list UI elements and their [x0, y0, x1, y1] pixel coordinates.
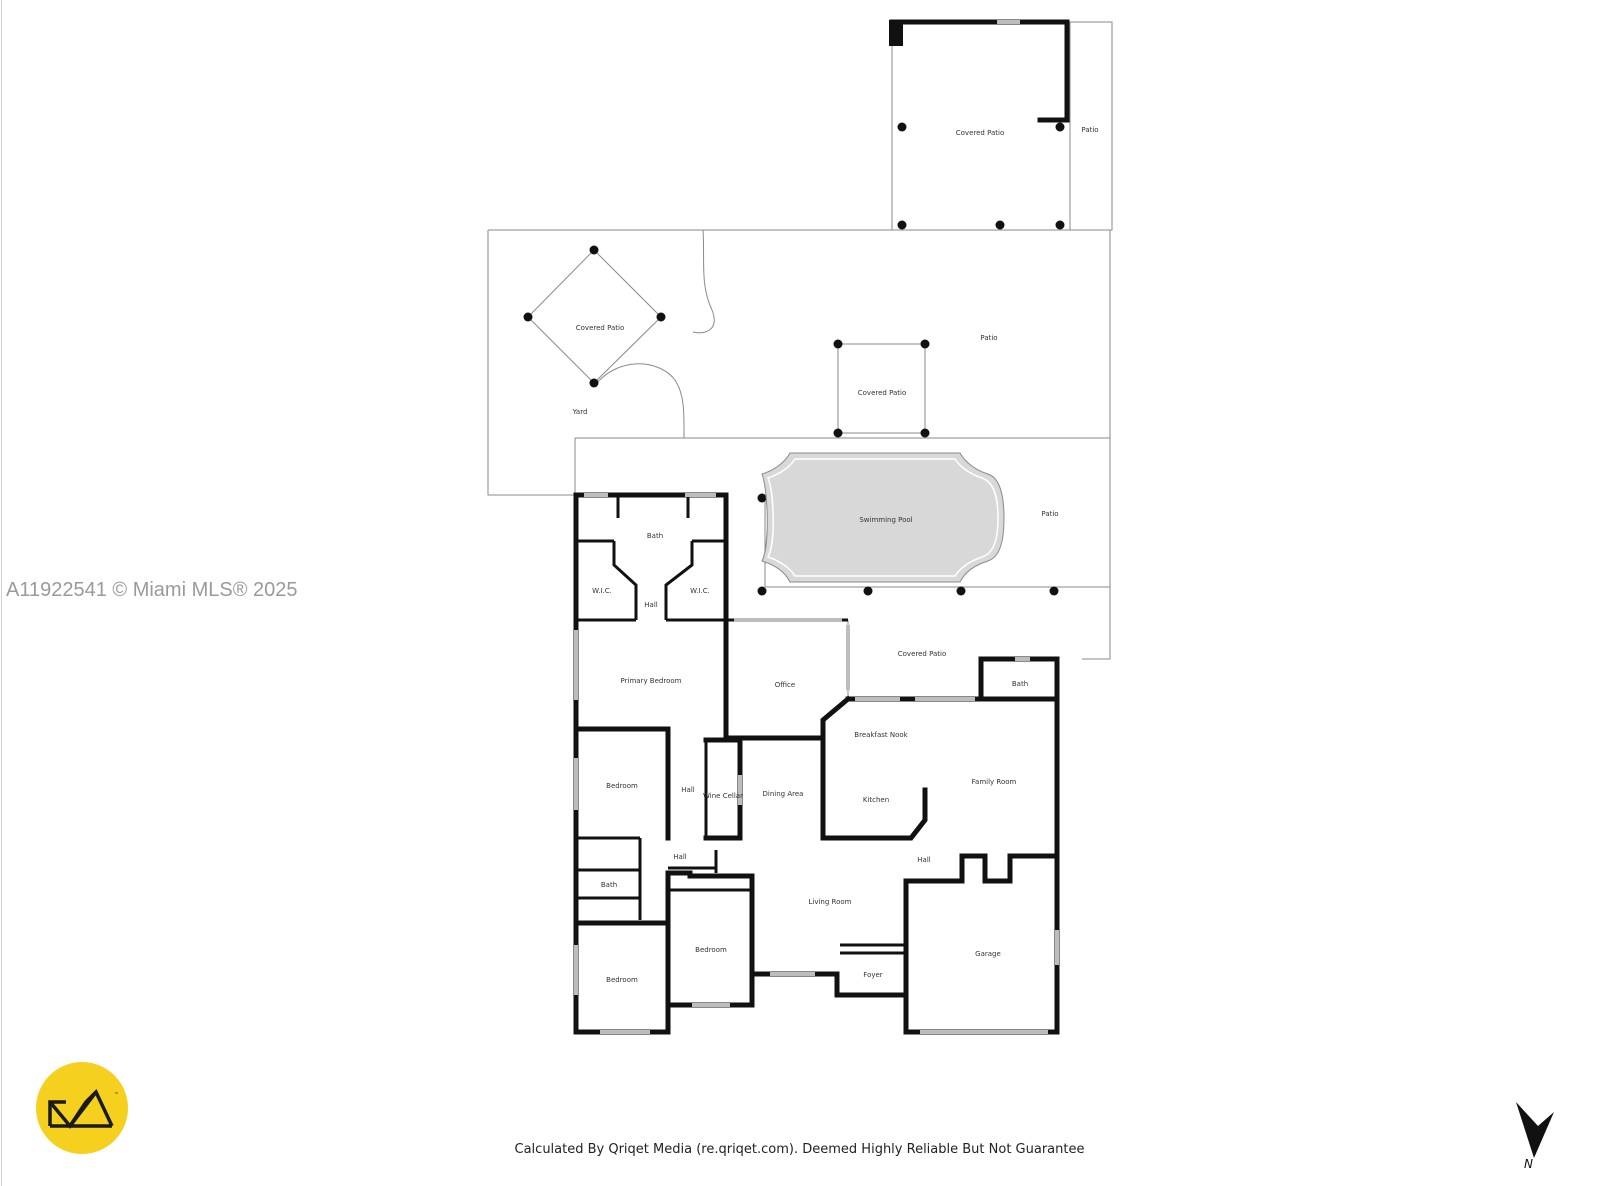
room-label-foyer: Foyer — [863, 971, 883, 979]
room-label-swimming-pool: Swimming Pool — [859, 516, 912, 524]
room-label-patio-center: Patio — [980, 334, 997, 342]
room-label-covered-patio-top: Covered Patio — [956, 129, 1005, 137]
room-label-hall-center: Hall — [673, 853, 686, 861]
room-label-patio-top-right: Patio — [1081, 126, 1098, 134]
room-label-wine-cellar: Wine Cellar — [703, 792, 743, 800]
patio-posts — [523, 122, 1065, 596]
room-label-bath-hall: Bath — [601, 881, 617, 889]
room-label-wic-right: W.I.C. — [690, 587, 710, 595]
room-label-office: Office — [775, 681, 795, 689]
room-label-bedroom-3: Bedroom — [606, 976, 638, 984]
room-label-family-room: Family Room — [972, 778, 1017, 786]
room-label-living-room: Living Room — [809, 898, 852, 906]
room-label-hall-primary: Hall — [644, 601, 657, 609]
room-label-hall-east: Hall — [917, 856, 930, 864]
covered-patio-walls — [889, 19, 1070, 123]
room-label-bath-family: Bath — [1012, 680, 1028, 688]
room-label-primary-bedroom: Primary Bedroom — [621, 677, 682, 685]
room-label-yard: Yard — [572, 408, 588, 416]
room-label-bedroom-1: Bedroom — [606, 782, 638, 790]
room-label-covered-patio-center: Covered Patio — [858, 389, 907, 397]
room-label-hall-west: Hall — [681, 786, 694, 794]
room-label-dining-area: Dining Area — [763, 790, 804, 798]
room-label-covered-patio-lower: Covered Patio — [898, 650, 947, 658]
room-label-garage: Garage — [975, 950, 1001, 958]
room-label-patio-pool-right: Patio — [1041, 510, 1058, 518]
room-labels: Covered Patio Patio Covered Patio Yard P… — [572, 126, 1099, 984]
room-label-bedroom-2: Bedroom — [695, 946, 727, 954]
north-arrow-icon — [1516, 1102, 1554, 1158]
windows — [574, 493, 1059, 1034]
outdoor-outlines — [487, 21, 1113, 699]
footer-disclaimer: Calculated By Qriqet Media (re.qriqet.co… — [514, 1142, 1085, 1157]
room-label-covered-patio-diamond: Covered Patio — [576, 324, 625, 332]
room-label-wic-left: W.I.C. — [592, 587, 612, 595]
compass-letter: N — [1524, 1157, 1533, 1171]
room-label-breakfast-nook: Breakfast Nook — [854, 731, 908, 739]
room-label-bath-primary: Bath — [647, 532, 663, 540]
logo-trademark: ™ — [114, 1092, 119, 1098]
qriqet-logo-icon: ™ — [36, 1062, 128, 1154]
room-label-kitchen: Kitchen — [863, 796, 889, 804]
swimming-pool — [761, 452, 1005, 583]
mls-watermark: A11922541 © Miami MLS® 2025 — [6, 579, 298, 601]
